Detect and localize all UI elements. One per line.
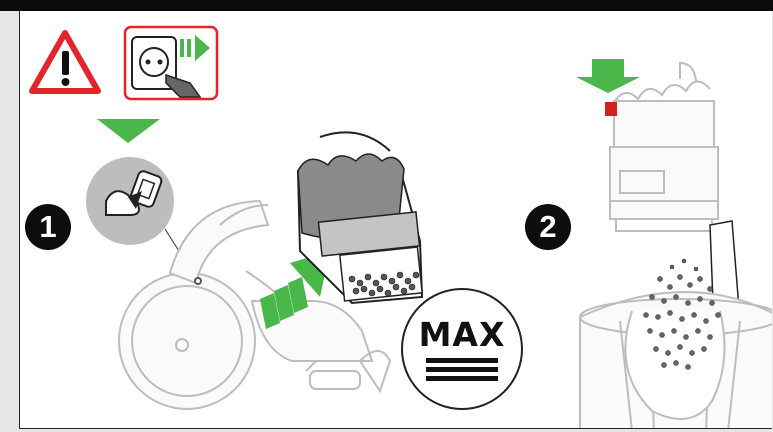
debris (643, 258, 721, 370)
max-line (426, 357, 498, 363)
warning-triangle-icon (29, 30, 101, 94)
cyclone-release-icon (86, 157, 199, 282)
step-2-badge: 2 (525, 204, 571, 250)
max-label: MAX (418, 314, 506, 354)
unplug-icon (123, 25, 219, 101)
emptying-bin (579, 61, 772, 428)
step-1-badge: 1 (25, 204, 71, 250)
instruction-panel: 1 2 MAX (19, 11, 772, 429)
top-bar (0, 0, 773, 11)
max-fill-indicator: MAX (401, 288, 523, 410)
max-line (426, 375, 498, 381)
max-line (426, 366, 498, 372)
illustration-canvas (29, 25, 772, 428)
down-arrow-icon (97, 119, 160, 143)
cyclone-bin (296, 131, 424, 305)
down-arrow-icon (576, 59, 640, 93)
vacuum-body (118, 199, 392, 410)
